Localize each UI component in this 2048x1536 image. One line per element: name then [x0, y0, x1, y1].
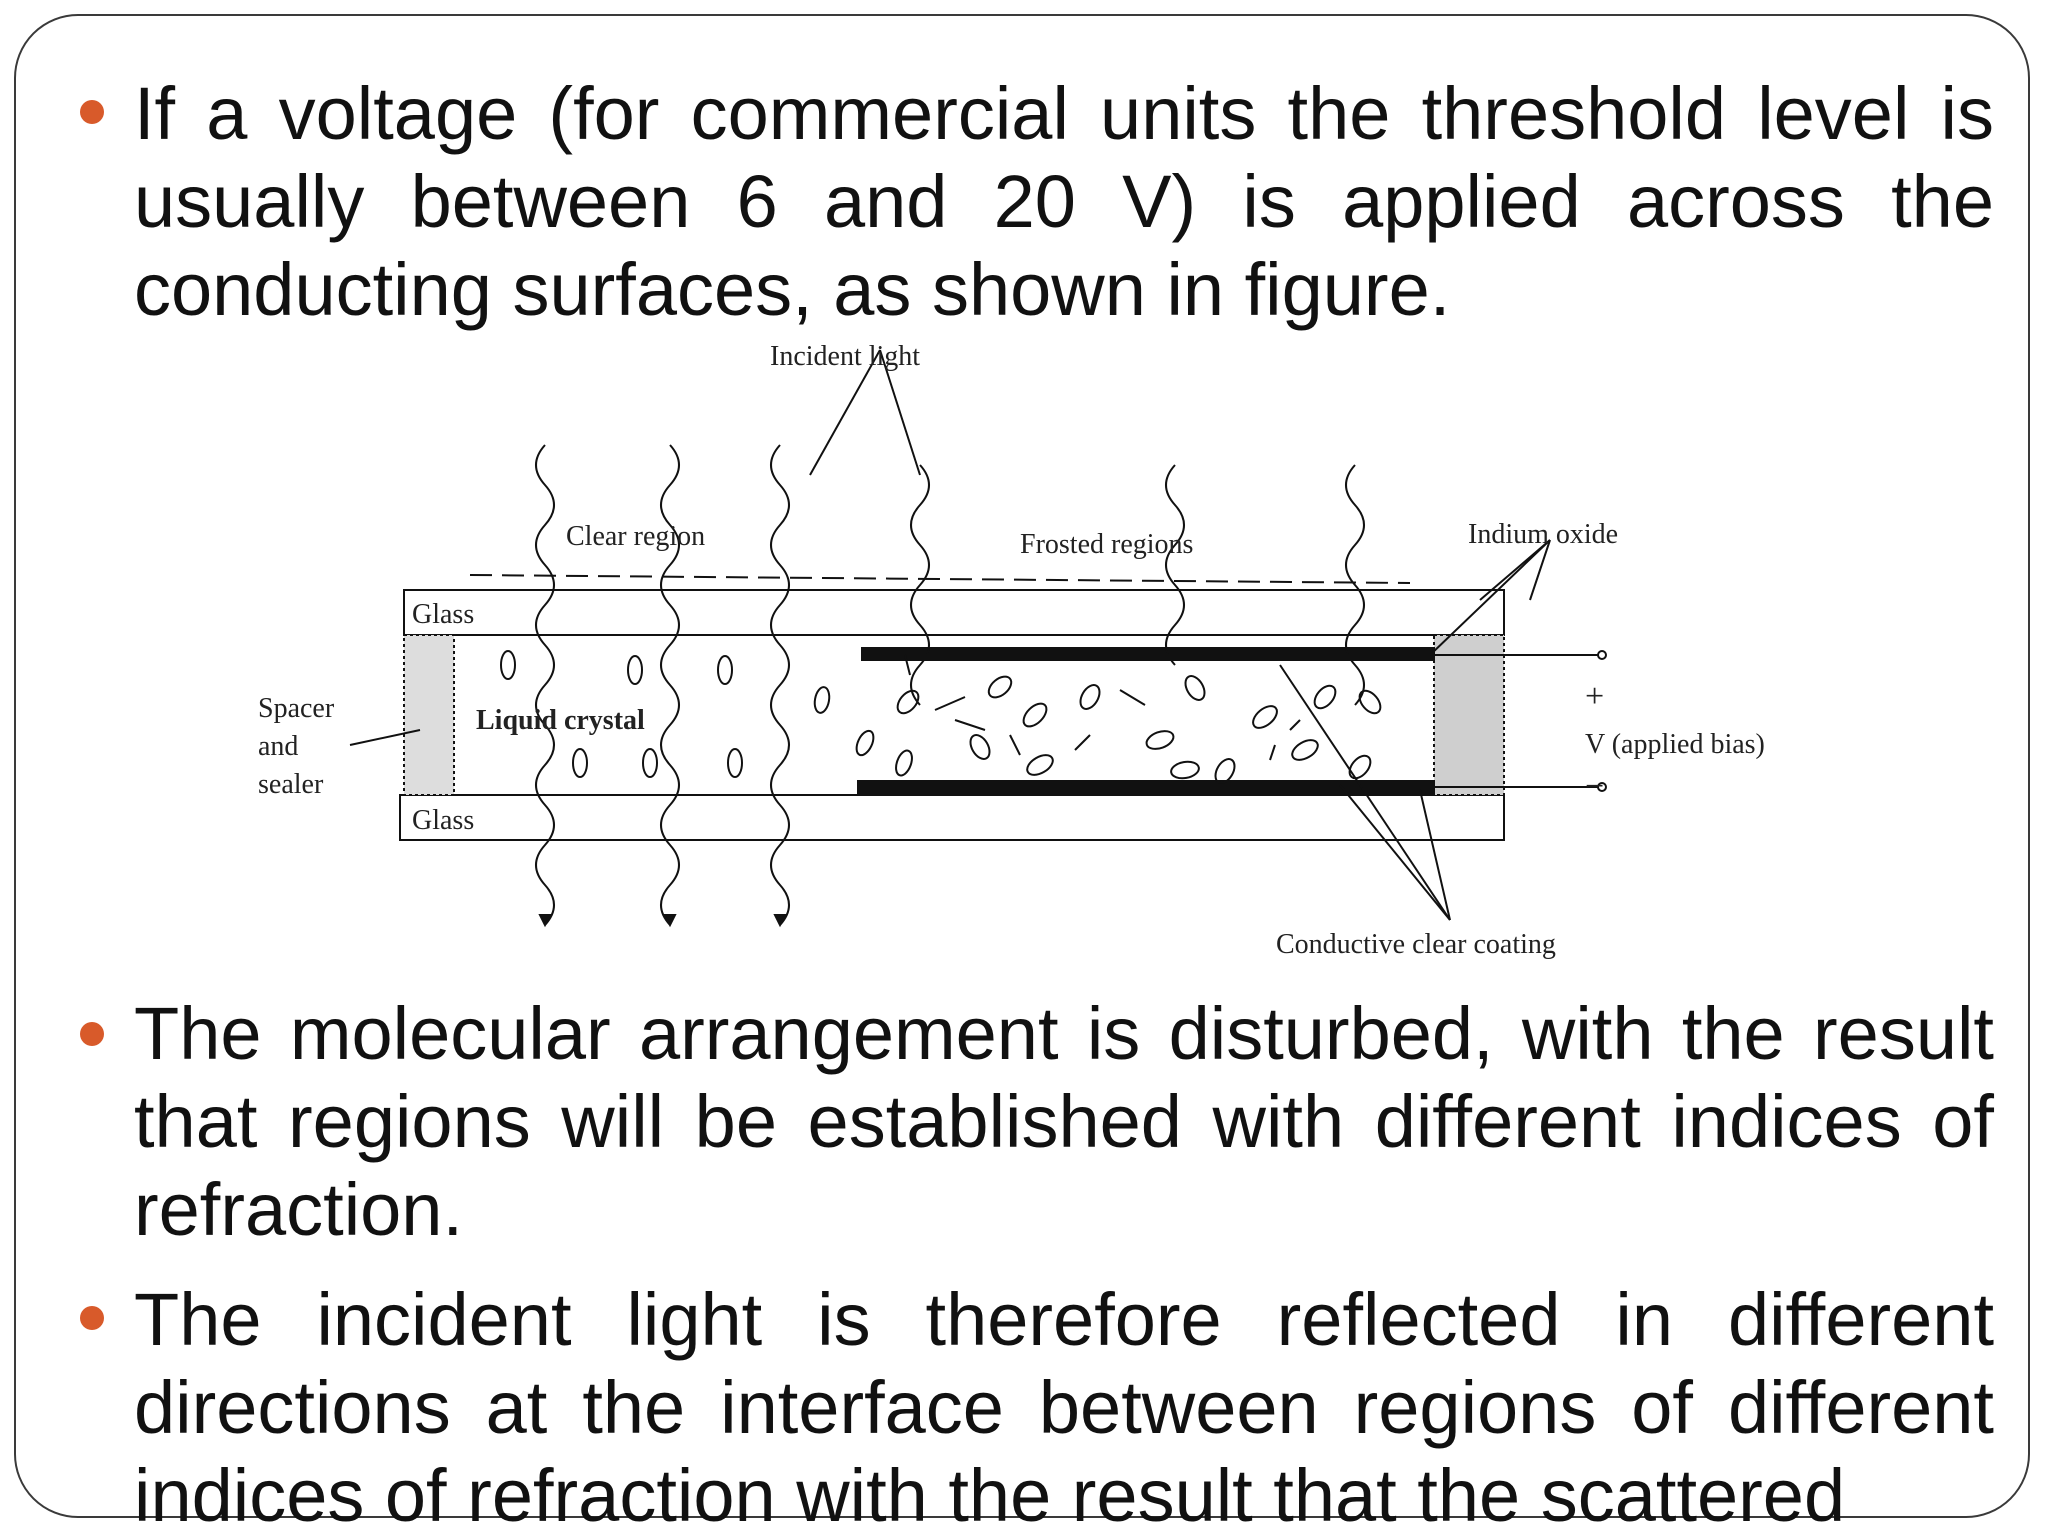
electrode-bottom: [857, 780, 1435, 794]
label-plus: +: [1585, 678, 1604, 715]
paragraph-incident-light: The incident light is therefore reflecte…: [134, 1278, 1994, 1536]
label-applied-bias: V (applied bias): [1585, 729, 1765, 760]
light-ray-6: [1345, 464, 1365, 706]
label-minus: −: [1585, 768, 1604, 805]
label-spacer: Spacer: [258, 693, 335, 724]
bullet-dot: [80, 100, 104, 124]
spacer-left: [403, 634, 455, 796]
bullet-dot: [80, 1022, 104, 1046]
glass-bottom: [399, 794, 1505, 841]
light-ray-1: [535, 444, 555, 926]
label-glass-bottom: Glass: [412, 805, 474, 836]
label-conductive-coating: Conductive clear coating: [1276, 929, 1556, 960]
slide-frame: [14, 14, 2030, 1518]
label-indium-oxide: Indium oxide: [1468, 519, 1618, 550]
spacer-right: [1433, 634, 1505, 796]
paragraph-molecular-arrangement: The molecular arrangement is disturbed, …: [134, 992, 1994, 1251]
light-ray-2: [660, 444, 680, 926]
label-glass-top: Glass: [412, 599, 474, 630]
label-clear-region: Clear region: [566, 521, 705, 552]
light-ray-4: [910, 464, 930, 706]
lcd-diagram: Incident light Clear region Frosted regi…: [258, 341, 1765, 960]
label-spacer-and: and: [258, 731, 298, 762]
light-ray-3: [770, 444, 790, 926]
paragraph-voltage: If a voltage (for commercial units the t…: [134, 72, 1994, 331]
label-incident-light: Incident light: [770, 341, 920, 372]
label-frosted-regions: Frosted regions: [1020, 529, 1193, 560]
light-ray-5: [1165, 464, 1185, 666]
glass-top: [403, 589, 1505, 636]
label-sealer: sealer: [258, 769, 324, 800]
bullet-dot: [80, 1306, 104, 1330]
label-liquid-crystal: Liquid crystal: [476, 705, 645, 736]
